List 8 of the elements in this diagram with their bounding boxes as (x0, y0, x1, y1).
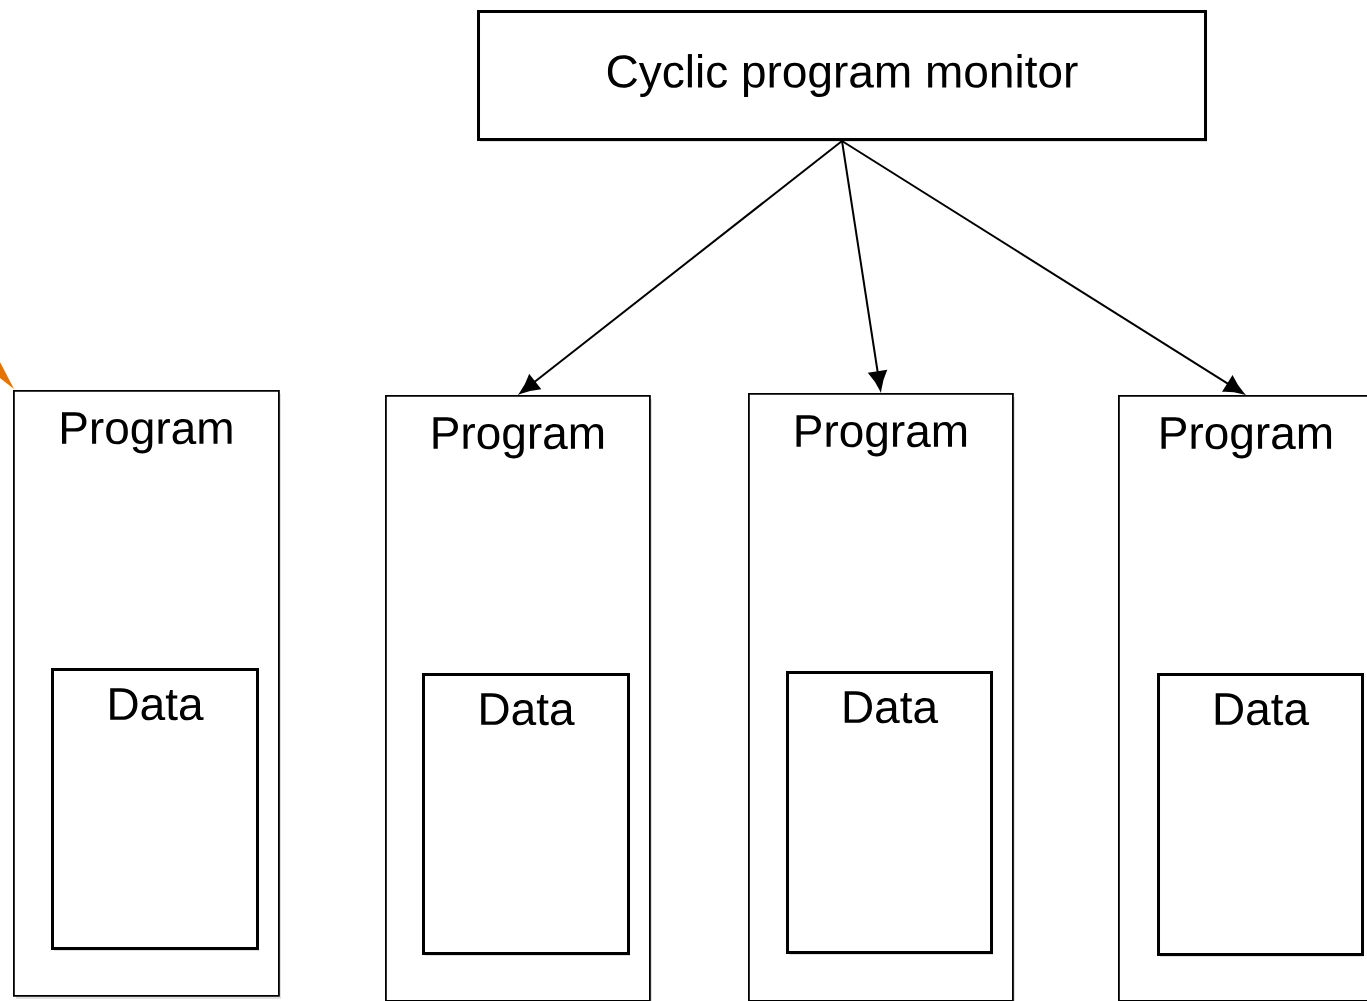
data-box: Data (786, 671, 993, 955)
arrow (519, 140, 843, 394)
arrow (841, 140, 1244, 395)
monitor-box: Cyclic program monitor (477, 10, 1207, 142)
arrow (841, 140, 887, 391)
data-box: Data (51, 668, 259, 951)
data-box: Data (1157, 673, 1364, 957)
data-box: Data (422, 673, 630, 956)
